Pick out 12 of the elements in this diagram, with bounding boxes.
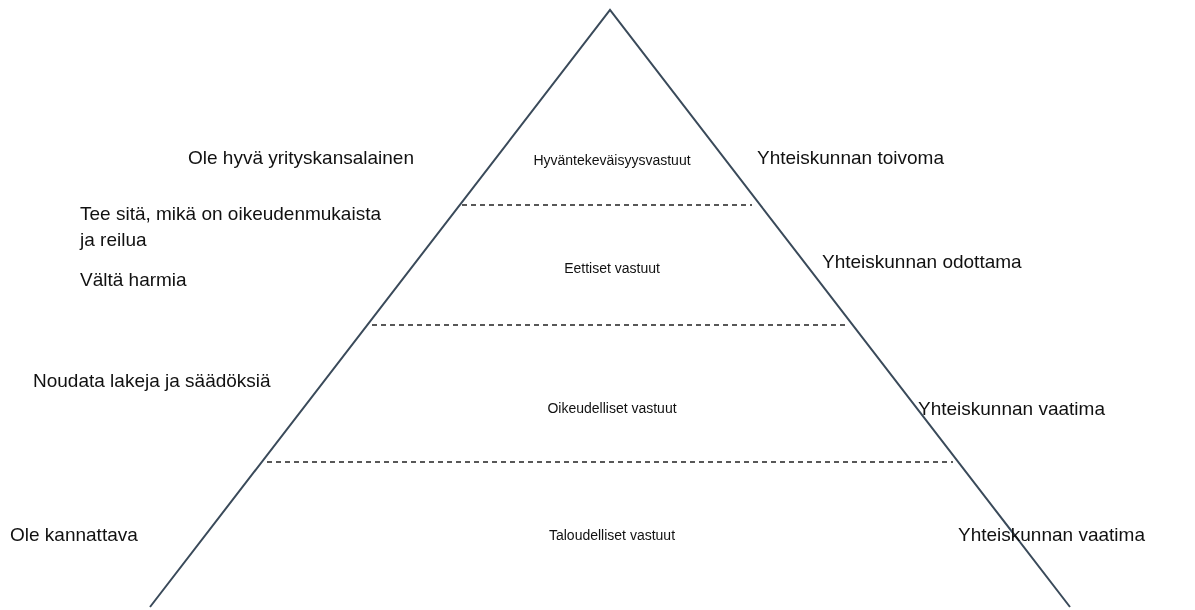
side-note: Noudata lakeja ja säädöksiä bbox=[33, 369, 271, 393]
pyramid-level-label: Hyväntekeväisyysvastuut bbox=[533, 152, 691, 168]
side-note: Yhteiskunnan odottama bbox=[822, 250, 1022, 274]
side-note: Yhteiskunnan vaatima bbox=[918, 397, 1105, 421]
pyramid-level-label: Eettiset vastuut bbox=[564, 260, 660, 276]
pyramid-level-label: Taloudelliset vastuut bbox=[548, 527, 676, 543]
side-note: Ole hyvä yrityskansalainen bbox=[188, 146, 414, 170]
side-note: Yhteiskunnan toivoma bbox=[757, 146, 944, 170]
side-note: Ole kannattava bbox=[10, 523, 138, 547]
side-note: Vältä harmia bbox=[80, 268, 187, 292]
side-note: Tee sitä, mikä on oikeudenmukaista ja reilua bbox=[80, 202, 382, 252]
pyramid-level-label: Oikeudelliset vastuut bbox=[547, 400, 677, 416]
